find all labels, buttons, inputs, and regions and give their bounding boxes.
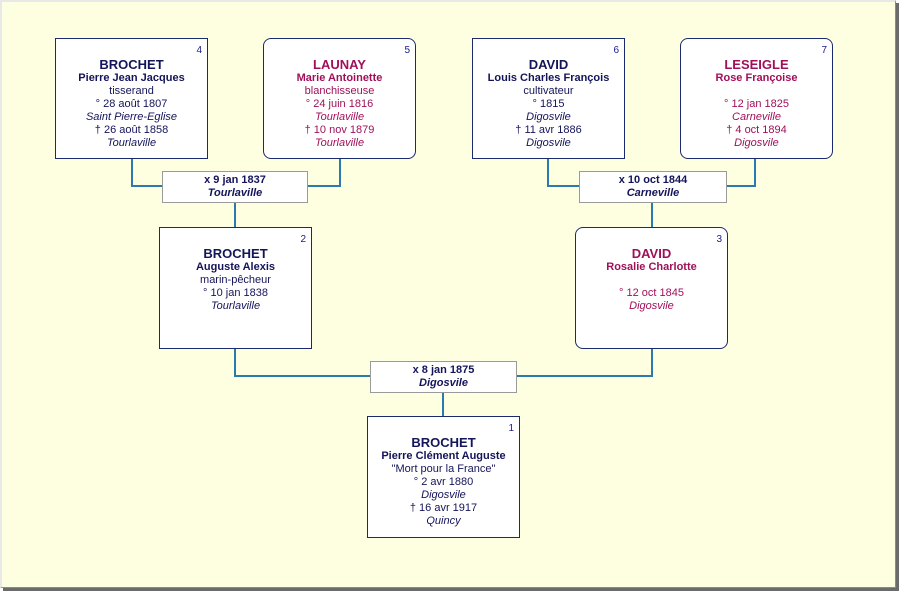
- marriage-box-2-3[interactable]: x 8 jan 1875 Digosvile: [370, 361, 517, 393]
- birth-place: Saint Pierre-Eglise: [85, 111, 178, 123]
- sosa-number: 6: [613, 45, 619, 56]
- marriage-place: Carneville: [626, 187, 680, 199]
- birth-date: ° 28 août 1807: [95, 98, 168, 110]
- occupation: tisserand: [109, 85, 154, 97]
- birth-date: ° 2 avr 1880: [413, 476, 474, 488]
- line-7-marriage: [726, 158, 756, 187]
- sosa-number: 7: [821, 45, 827, 56]
- person-box-6[interactable]: 6 DAVID Louis Charles François cultivate…: [472, 38, 625, 159]
- line-2-marriage: [234, 348, 370, 377]
- surname: BROCHET: [411, 435, 476, 450]
- death-date: † 26 août 1858: [94, 124, 169, 136]
- given-names: Rosalie Charlotte: [606, 261, 697, 273]
- given-names: Auguste Alexis: [195, 261, 276, 273]
- person-box-5[interactable]: 5 LAUNAY Marie Antoinette blanchisseuse …: [263, 38, 416, 159]
- birth-place: Digosvile: [629, 300, 674, 312]
- birth-date: ° 12 oct 1845: [619, 287, 684, 299]
- line-5-marriage: [307, 158, 341, 187]
- person-box-3[interactable]: 3 DAVID Rosalie Charlotte ° 12 oct 1845 …: [575, 227, 728, 349]
- marriage-box-4-5[interactable]: x 9 jan 1837 Tourlaville: [162, 171, 308, 203]
- sosa-number: 4: [196, 45, 202, 56]
- death-place: Digosvile: [734, 137, 779, 149]
- death-place: Quincy: [426, 515, 461, 527]
- marriage-date: x 8 jan 1875: [412, 364, 475, 376]
- surname: DAVID: [631, 246, 672, 261]
- birth-place: Tourlaville: [210, 300, 261, 312]
- line-4-marriage: [131, 158, 162, 187]
- spacer: [681, 85, 832, 98]
- marriage-place: Tourlaville: [207, 187, 263, 199]
- sosa-number: 1: [508, 423, 514, 434]
- marriage-box-6-7[interactable]: x 10 oct 1844 Carneville: [579, 171, 727, 203]
- marriage-place: Digosvile: [419, 377, 468, 389]
- occupation: marin-pêcheur: [200, 274, 271, 286]
- birth-place: Digosvile: [421, 489, 466, 501]
- line-6-marriage: [547, 158, 579, 187]
- person-box-4[interactable]: 4 BROCHET Pierre Jean Jacques tisserand …: [55, 38, 208, 159]
- birth-place: Carneville: [732, 111, 781, 123]
- given-names: Marie Antoinette: [296, 72, 383, 84]
- sosa-number: 3: [716, 234, 722, 245]
- sosa-number: 5: [404, 45, 410, 56]
- birth-date: ° 10 jan 1838: [203, 287, 268, 299]
- death-date: † 10 nov 1879: [304, 124, 375, 136]
- note: "Mort pour la France": [391, 463, 496, 475]
- person-box-2[interactable]: 2 BROCHET Auguste Alexis marin-pêcheur °…: [159, 227, 312, 349]
- spacer: [576, 274, 727, 287]
- sosa-number: 2: [300, 234, 306, 245]
- death-date: † 11 avr 1886: [515, 124, 582, 136]
- given-names: Pierre Jean Jacques: [78, 72, 185, 84]
- marriage-date: x 9 jan 1837: [204, 174, 266, 186]
- given-names: Rose Françoise: [715, 72, 798, 84]
- occupation: blanchisseuse: [304, 85, 375, 97]
- surname: LESEIGLE: [724, 57, 789, 72]
- surname: DAVID: [528, 57, 569, 72]
- birth-date: ° 24 juin 1816: [305, 98, 374, 110]
- surname: BROCHET: [203, 246, 268, 261]
- surname: BROCHET: [99, 57, 164, 72]
- birth-place: Tourlaville: [314, 111, 365, 123]
- given-names: Louis Charles François: [487, 72, 610, 84]
- birth-place: Digosvile: [526, 111, 571, 123]
- birth-date: ° 1815: [532, 98, 565, 110]
- surname: LAUNAY: [313, 57, 366, 72]
- person-box-1[interactable]: 1 BROCHET Pierre Clément Auguste "Mort p…: [367, 416, 520, 538]
- given-names: Pierre Clément Auguste: [381, 450, 506, 462]
- death-place: Digosvile: [526, 137, 571, 149]
- death-place: Tourlaville: [106, 137, 157, 149]
- death-place: Tourlaville: [314, 137, 365, 149]
- marriage-date: x 10 oct 1844: [618, 174, 688, 186]
- death-date: † 16 avr 1917: [409, 502, 478, 514]
- line-3-marriage: [517, 348, 653, 377]
- person-box-7[interactable]: 7 LESEIGLE Rose Françoise ° 12 jan 1825 …: [680, 38, 833, 159]
- death-date: † 4 oct 1894: [726, 124, 787, 136]
- birth-date: ° 12 jan 1825: [724, 98, 789, 110]
- occupation: cultivateur: [523, 85, 574, 97]
